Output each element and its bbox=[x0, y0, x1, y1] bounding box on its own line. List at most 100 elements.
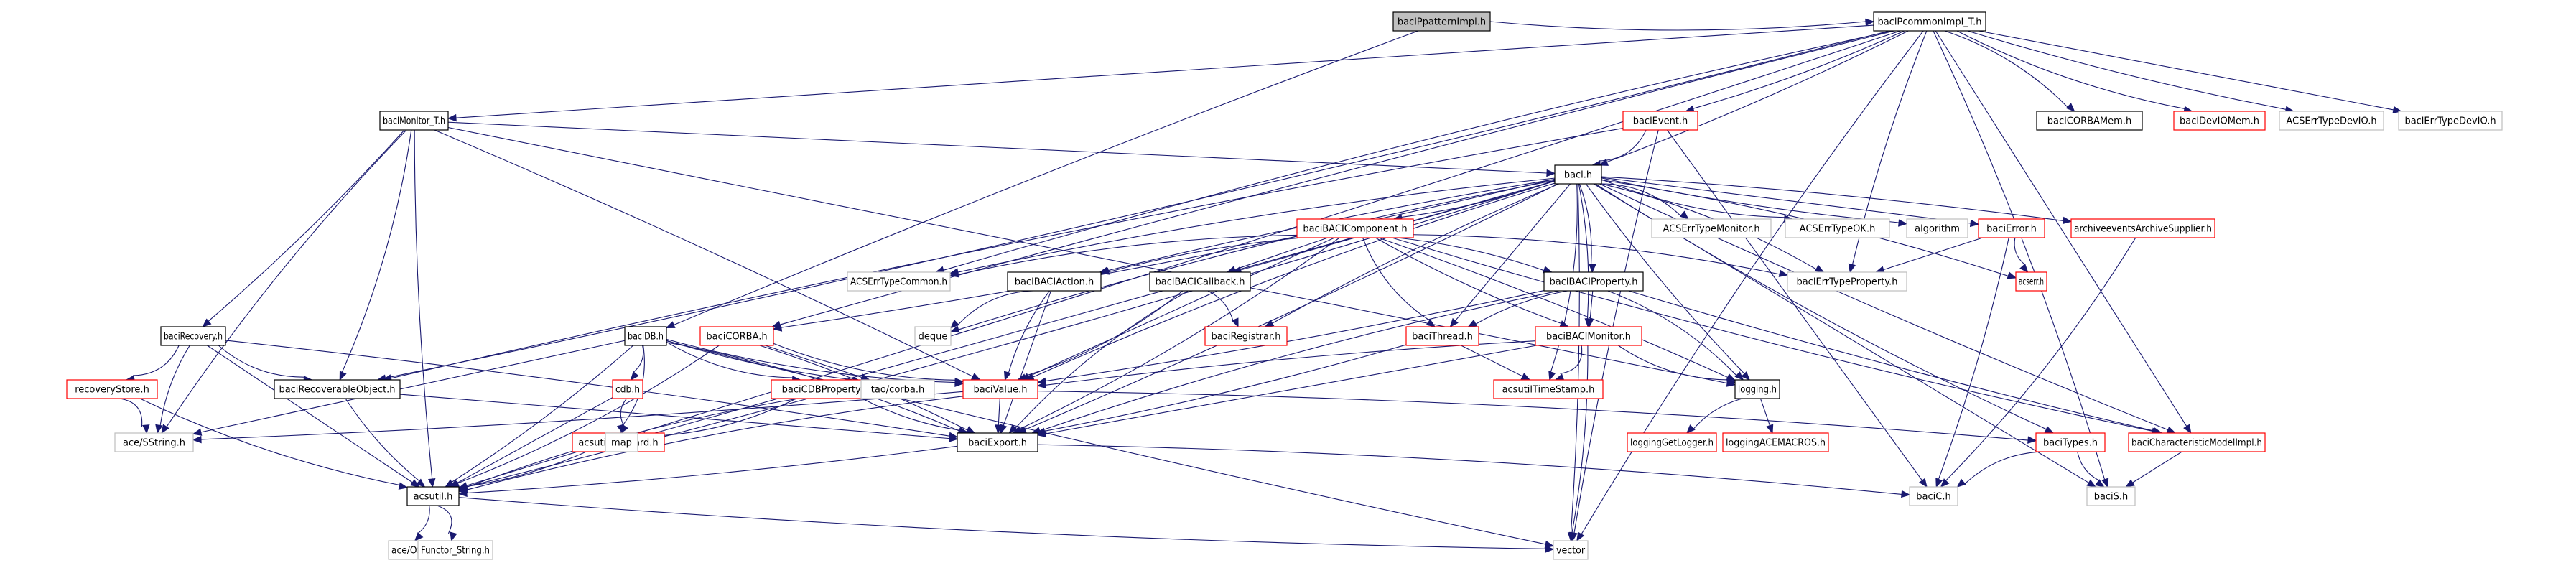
node-box bbox=[1007, 271, 1102, 292]
node-baciError[interactable]: baciError.h bbox=[1978, 218, 2045, 238]
edge-baci-to-baciErrTypeProperty bbox=[1601, 183, 1817, 270]
node-baciBACIAction[interactable]: baciBACIAction.h bbox=[1007, 271, 1102, 292]
edge-baciMonitor_T-to-acsutil bbox=[414, 129, 433, 480]
node-box bbox=[612, 379, 643, 399]
edge-baciRecoverableObject-to-acsutil bbox=[345, 398, 420, 482]
node-baciRecovery[interactable]: baciRecovery.h bbox=[160, 326, 226, 346]
node-box bbox=[1909, 486, 1958, 506]
edge-baciBACIComponent-to-baciValue bbox=[1028, 237, 1335, 377]
arrowhead-icon bbox=[2095, 479, 2105, 488]
node-baciThread[interactable]: baciThread.h bbox=[1405, 326, 1479, 346]
arrowhead-icon bbox=[1778, 269, 1789, 277]
node-baci[interactable]: baci.h bbox=[1554, 164, 1602, 185]
node-label: acsutilTimeStamp.h bbox=[1502, 385, 1595, 396]
node-baciValue[interactable]: baciValue.h bbox=[962, 379, 1038, 399]
node-baciBACICallback[interactable]: baciBACICallback.h bbox=[1149, 271, 1251, 292]
node-baciBACIProperty[interactable]: baciBACIProperty.h bbox=[1543, 271, 1644, 292]
edge-baciDB-to-cdb bbox=[633, 345, 644, 373]
node-box bbox=[1296, 218, 1414, 238]
node-recoveryStore[interactable]: recoveryStore.h bbox=[66, 379, 158, 399]
edge-baciBACIComponent-to-baciThread bbox=[1362, 237, 1431, 321]
edge-baciBACIMonitor-to-logging bbox=[1617, 345, 1728, 381]
node-label: baciMonitor_T.h bbox=[383, 116, 445, 127]
node-baciMonitor_T[interactable]: baciMonitor_T.h bbox=[379, 111, 449, 131]
node-label: baciErrTypeDevIO.h bbox=[2404, 116, 2496, 127]
edge-baciBACICallback-to-baciExport bbox=[1015, 290, 1189, 429]
node-box bbox=[2128, 432, 2266, 452]
arrowhead-icon bbox=[1901, 490, 1911, 498]
arrowhead-icon bbox=[1969, 219, 1980, 228]
edge-baci-to-baciExport bbox=[1024, 183, 1558, 430]
node-loggingACEMACROS[interactable]: loggingACEMACROS.h bbox=[1722, 432, 1829, 452]
node-taocorba: tao/corba.h bbox=[860, 379, 935, 399]
node-baciEvent[interactable]: baciEvent.h bbox=[1622, 111, 1698, 131]
edge-baciDB-to-aceSString bbox=[200, 340, 626, 433]
edge-baciBACIAction-to-baciExport bbox=[1003, 290, 1051, 426]
node-acsutilTimeStamp[interactable]: acsutilTimeStamp.h bbox=[1493, 379, 1604, 399]
node-baciPcommonImpl_T[interactable]: baciPcommonImpl_T.h bbox=[1873, 11, 1986, 32]
arrowhead-icon bbox=[1865, 18, 1875, 27]
edge-baciRecovery-to-aceSString bbox=[159, 345, 190, 426]
node-baciCORBA[interactable]: baciCORBA.h bbox=[699, 326, 774, 346]
edge-baciMonitor_T-to-baciValue bbox=[434, 129, 973, 377]
node-ACSErrTypeDevIO: ACSErrTypeDevIO.h bbox=[2279, 111, 2384, 131]
edge-baciPcommonImpl_T-to-baciCORBAMem bbox=[1944, 30, 2068, 108]
node-box bbox=[699, 326, 774, 346]
arrowhead-icon bbox=[427, 478, 436, 488]
node-box bbox=[1405, 326, 1479, 346]
node-deque: deque bbox=[914, 326, 952, 346]
node-archiveevents[interactable]: archiveeventsArchiveSupplier.h bbox=[2070, 218, 2215, 238]
edge-baciBACIProperty-to-baciExport bbox=[1039, 290, 1559, 432]
node-box bbox=[1204, 326, 1288, 346]
arrowhead-icon bbox=[447, 113, 457, 122]
node-label: baciTypes.h bbox=[2043, 438, 2098, 449]
node-baciDevIOMem[interactable]: baciDevIOMem.h bbox=[2173, 111, 2266, 131]
arrowhead-icon bbox=[1559, 320, 1570, 327]
edge-baciBACIComponent-to-baciErrTypeProperty bbox=[1413, 234, 1780, 275]
node-box bbox=[860, 379, 935, 399]
node-label: baciBACIProperty.h bbox=[1550, 277, 1638, 288]
node-box bbox=[114, 432, 194, 452]
node-box bbox=[1906, 218, 1968, 238]
node-baciRegistrar[interactable]: baciRegistrar.h bbox=[1204, 326, 1288, 346]
node-box bbox=[1392, 11, 1491, 32]
edge-logging-to-loggingGetLogger bbox=[1693, 398, 1743, 429]
node-ACSErrTypeCommon: ACSErrTypeCommon.h bbox=[847, 271, 951, 292]
edge-baci-to-ACSErrTypeMonitor bbox=[1601, 183, 1682, 217]
edge-baci-to-archiveevents bbox=[1601, 176, 2064, 221]
node-baciErrTypeDevIO: baciErrTypeDevIO.h bbox=[2398, 111, 2503, 131]
edge-baciMonitor_T-to-baciRecovery bbox=[208, 129, 405, 322]
edge-baciRecoverableObject-to-baciExport bbox=[399, 394, 950, 439]
node-baciCORBAMem[interactable]: baciCORBAMem.h bbox=[2036, 111, 2143, 131]
edge-baciTypes-to-baciS bbox=[2077, 451, 2100, 481]
node-cdb[interactable]: cdb.h bbox=[612, 379, 643, 399]
node-baciRecoverableObject[interactable]: baciRecoverableObject.h bbox=[274, 379, 401, 399]
arrowhead-icon bbox=[2019, 263, 2029, 273]
node-box bbox=[1627, 432, 1717, 452]
node-box bbox=[1978, 218, 2045, 238]
node-baciPpatternImpl[interactable]: baciPpatternImpl.h bbox=[1392, 11, 1491, 32]
node-label: baciC.h bbox=[1916, 492, 1950, 503]
node-acsutil[interactable]: acsutil.h bbox=[406, 486, 460, 506]
node-baciCharacteristicModelImpl[interactable]: baciCharacteristicModelImpl.h bbox=[2128, 432, 2266, 452]
edge-baciPcommonImpl_T-to-ACSErrTypeDevIO bbox=[1967, 30, 2287, 110]
node-baciExport[interactable]: baciExport.h bbox=[957, 432, 1038, 452]
arrowhead-icon bbox=[2125, 479, 2135, 488]
arrowhead-icon bbox=[949, 270, 959, 278]
edge-baciCORBA-to-baciValue bbox=[773, 343, 956, 381]
arrowhead-icon bbox=[2101, 478, 2109, 488]
node-box bbox=[379, 111, 449, 131]
node-loggingGetLogger[interactable]: loggingGetLogger.h bbox=[1627, 432, 1717, 452]
node-acserr[interactable]: acserr.h bbox=[2015, 271, 2047, 292]
arrowhead-icon bbox=[449, 479, 460, 488]
node-baciTypes[interactable]: baciTypes.h bbox=[2035, 432, 2106, 452]
node-logging[interactable]: logging.h bbox=[1734, 379, 1780, 399]
nodes-layer: baciPpatternImpl.h baciPcommonImpl_T.hbac… bbox=[66, 11, 2503, 560]
node-baciBACIComponent[interactable]: baciBACIComponent.h bbox=[1296, 218, 1414, 238]
edge-baciBACIProperty-to-baciValue bbox=[1045, 289, 1545, 382]
node-baciBACIMonitor[interactable]: baciBACIMonitor.h bbox=[1535, 326, 1642, 346]
edge-recoveryStore-to-aceSString bbox=[119, 398, 143, 427]
arrowhead-icon bbox=[192, 435, 202, 444]
node-baciDB[interactable]: baciDB.h bbox=[624, 326, 667, 346]
edge-baciThread-to-baciExport bbox=[1044, 344, 1407, 432]
